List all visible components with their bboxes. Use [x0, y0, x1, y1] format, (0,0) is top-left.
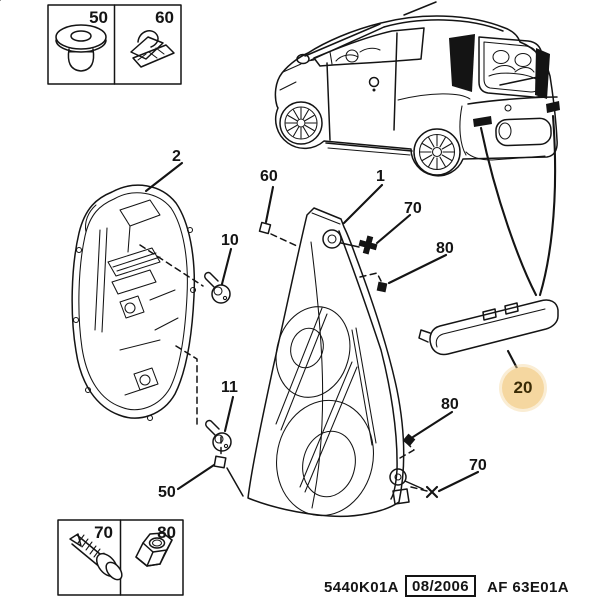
callout-lens-1[interactable]: 1	[376, 168, 385, 185]
footer-date: 08/2006	[405, 575, 477, 597]
grommet-icon	[55, 24, 107, 72]
footer-reference: AF 63E01A	[487, 579, 569, 596]
reflector-part-20	[418, 299, 559, 356]
hex-nut-icon	[135, 532, 173, 567]
callout-nut-80-side[interactable]: 80	[441, 396, 459, 413]
highlight-circle	[499, 364, 547, 412]
retaining-clip-icon	[130, 30, 175, 68]
nut-marker-top	[376, 281, 388, 293]
leader-lines	[144, 161, 521, 497]
callout-part-2[interactable]: 2	[172, 148, 181, 165]
footer-drawing-number: 5440K01A	[324, 579, 399, 596]
screw-icon	[69, 533, 123, 581]
rear-wheel	[413, 128, 461, 176]
car-leader-left	[479, 126, 538, 297]
car-leader-right	[538, 114, 557, 297]
bulb-part-10	[204, 271, 231, 304]
grommet-marker-50	[213, 455, 227, 469]
bulb-holder-part-2	[71, 184, 197, 422]
legend-bottom-number-80[interactable]: 80	[157, 523, 176, 542]
clip-marker-60	[258, 221, 272, 235]
legend-bottom-box	[57, 519, 184, 596]
callout-screw-70-side[interactable]: 70	[469, 457, 487, 474]
callout-nut-80-top[interactable]: 80	[436, 240, 454, 257]
screw-marker-bottom	[425, 485, 439, 499]
legend-top-number-50[interactable]: 50	[89, 8, 108, 27]
bulb-part-11	[205, 419, 232, 452]
assembly-dashed-lines	[139, 233, 428, 492]
front-wheel	[279, 101, 323, 145]
callout-reflector-20-highlighted[interactable]: 20	[513, 378, 533, 397]
callout-grommet-50[interactable]: 50	[158, 484, 176, 501]
tail-light-lens-part-1	[247, 207, 424, 518]
car-illustration	[274, 1, 560, 297]
callout-clip-60[interactable]: 60	[260, 168, 278, 185]
legend-top-box	[47, 4, 182, 85]
callout-screw-70-top[interactable]: 70	[404, 200, 422, 217]
legend-bottom-number-70[interactable]: 70	[94, 523, 113, 542]
legend-top-number-60[interactable]: 60	[155, 8, 174, 27]
callout-bulb-11[interactable]: 11	[221, 379, 238, 396]
screw-marker-top	[358, 235, 378, 255]
callout-bulb-10[interactable]: 10	[221, 232, 239, 249]
